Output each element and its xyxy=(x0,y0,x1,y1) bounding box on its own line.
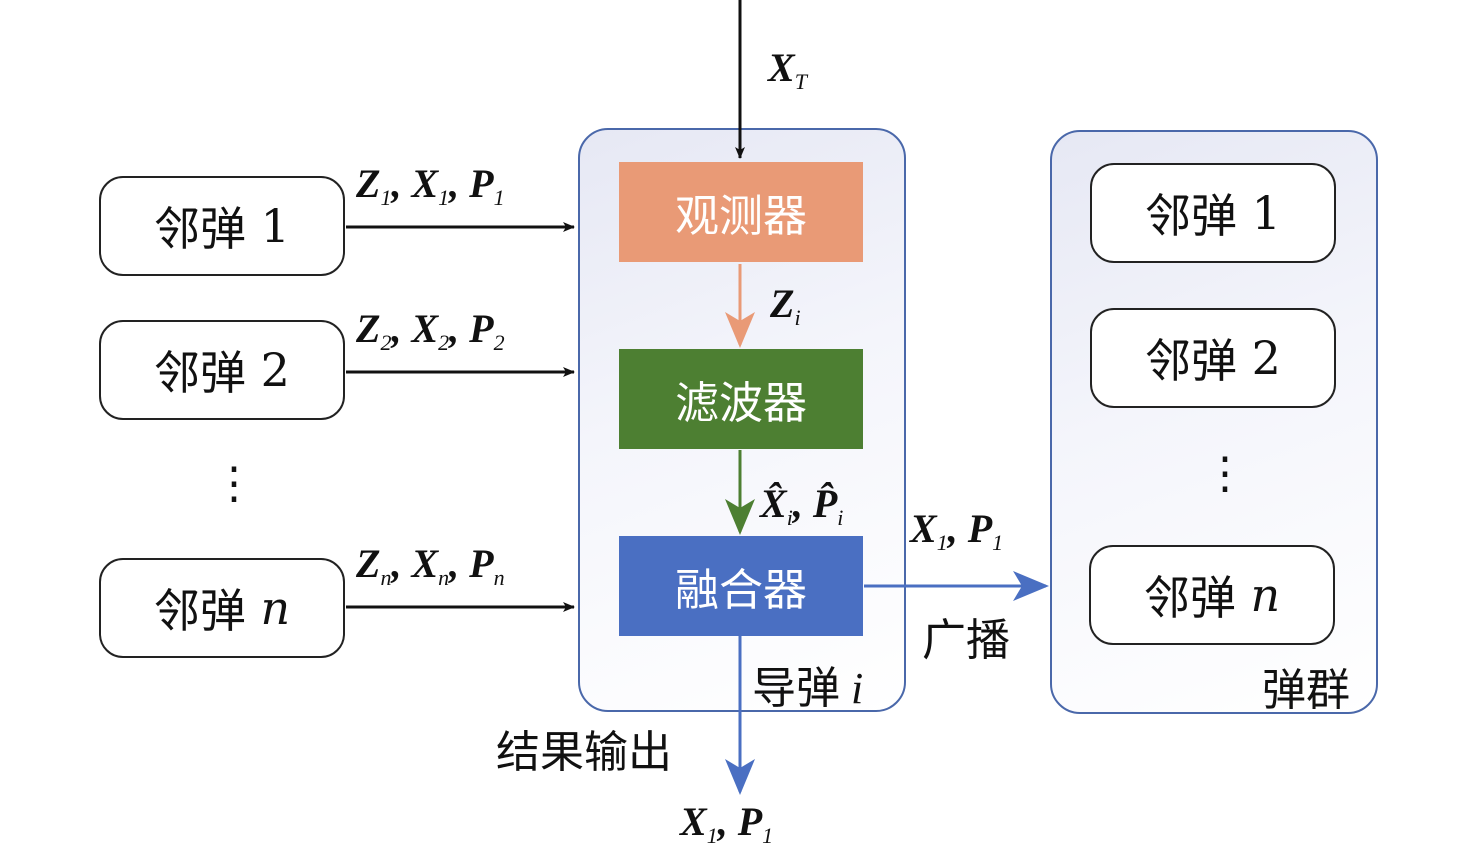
edge-label-broadcast: X1, P1 xyxy=(910,506,1004,555)
edge-label-xhat-phat: X̂i, P̂i xyxy=(760,481,844,530)
x-sub: n xyxy=(438,565,450,590)
zi-symbol: Z xyxy=(770,281,795,326)
xhat-symbol: X̂ xyxy=(760,481,787,526)
p-sub: 1 xyxy=(493,185,505,210)
zi-sub: i xyxy=(794,305,801,330)
z-symbol: Z xyxy=(356,541,381,586)
edge-label-neighbor1: Z1, X1, P1 xyxy=(356,161,505,210)
p-symbol: P xyxy=(469,161,494,206)
missile-panel-label: 导弹 i xyxy=(752,652,863,716)
neighbor-label: 邻弹 xyxy=(1145,189,1238,243)
phat-symbol: P̂ xyxy=(812,481,838,526)
phat-sub: i xyxy=(837,505,844,530)
x-sub: 1 xyxy=(936,530,948,555)
z-sub: 2 xyxy=(380,330,392,355)
p-symbol: P xyxy=(469,306,494,351)
missile-index: i xyxy=(851,664,864,713)
x-symbol: X xyxy=(411,306,439,351)
x-sub: 1 xyxy=(706,823,718,848)
neighbor-label: 邻弹 xyxy=(1143,571,1236,625)
swarm-neighbor-box-n: 邻弹 n xyxy=(1089,545,1335,645)
edge-label-zi: Zi xyxy=(770,280,801,331)
ellipsis-right: ⋮ xyxy=(1203,452,1247,496)
edge-label-neighborn: Zn, Xn, Pn xyxy=(356,541,505,590)
neighbor-label: 邻弹 xyxy=(153,584,246,638)
neighbor-box-2: 邻弹 2 xyxy=(99,320,345,420)
p-sub: 1 xyxy=(762,823,774,848)
observer-block: 观测器 xyxy=(619,162,863,262)
x-sub: 2 xyxy=(438,330,450,355)
p-sub: 1 xyxy=(992,530,1004,555)
x-sub: 1 xyxy=(438,185,450,210)
x-symbol: X xyxy=(910,506,937,551)
xt-symbol: X xyxy=(768,45,795,90)
neighbor-label: 邻弹 xyxy=(154,346,247,400)
p-symbol: P xyxy=(967,506,993,551)
output-xp-label: X1, P1 xyxy=(680,799,774,848)
ellipsis-left: ⋮ xyxy=(212,458,256,509)
swarm-panel-label: 弹群 xyxy=(1262,666,1350,715)
p-symbol: P xyxy=(737,799,763,844)
neighbor-index: 1 xyxy=(260,199,290,253)
xhat-sub: i xyxy=(786,505,793,530)
broadcast-label: 广播 xyxy=(922,616,1010,665)
neighbor-index: 2 xyxy=(260,343,290,397)
z-symbol: Z xyxy=(356,161,381,206)
z-sub: n xyxy=(380,565,392,590)
x-symbol: X xyxy=(411,541,439,586)
p-sub: n xyxy=(493,565,505,590)
neighbor-label: 邻弹 xyxy=(154,202,247,256)
x-symbol: X xyxy=(680,799,707,844)
input-xt-label: XT xyxy=(768,44,807,95)
neighbor-index: n xyxy=(260,581,291,635)
x-symbol: X xyxy=(411,161,439,206)
p-symbol: P xyxy=(469,541,494,586)
missile-label-text: 导弹 xyxy=(752,664,840,713)
neighbor-index: 2 xyxy=(1251,331,1281,385)
filter-block: 滤波器 xyxy=(619,349,863,449)
neighbor-label: 邻弹 xyxy=(1145,334,1238,388)
output-label: 结果输出 xyxy=(496,728,672,777)
fusion-block: 融合器 xyxy=(619,536,863,636)
swarm-neighbor-box-2: 邻弹 2 xyxy=(1090,308,1336,408)
z-symbol: Z xyxy=(356,306,381,351)
xt-sub: T xyxy=(794,69,807,94)
neighbor-box-1: 邻弹 1 xyxy=(99,176,345,276)
neighbor-index: n xyxy=(1250,568,1281,622)
z-sub: 1 xyxy=(380,185,392,210)
neighbor-index: 1 xyxy=(1251,186,1281,240)
p-sub: 2 xyxy=(493,330,505,355)
neighbor-box-n: 邻弹 n xyxy=(99,558,345,658)
edge-label-neighbor2: Z2, X2, P2 xyxy=(356,306,505,355)
swarm-neighbor-box-1: 邻弹 1 xyxy=(1090,163,1336,263)
